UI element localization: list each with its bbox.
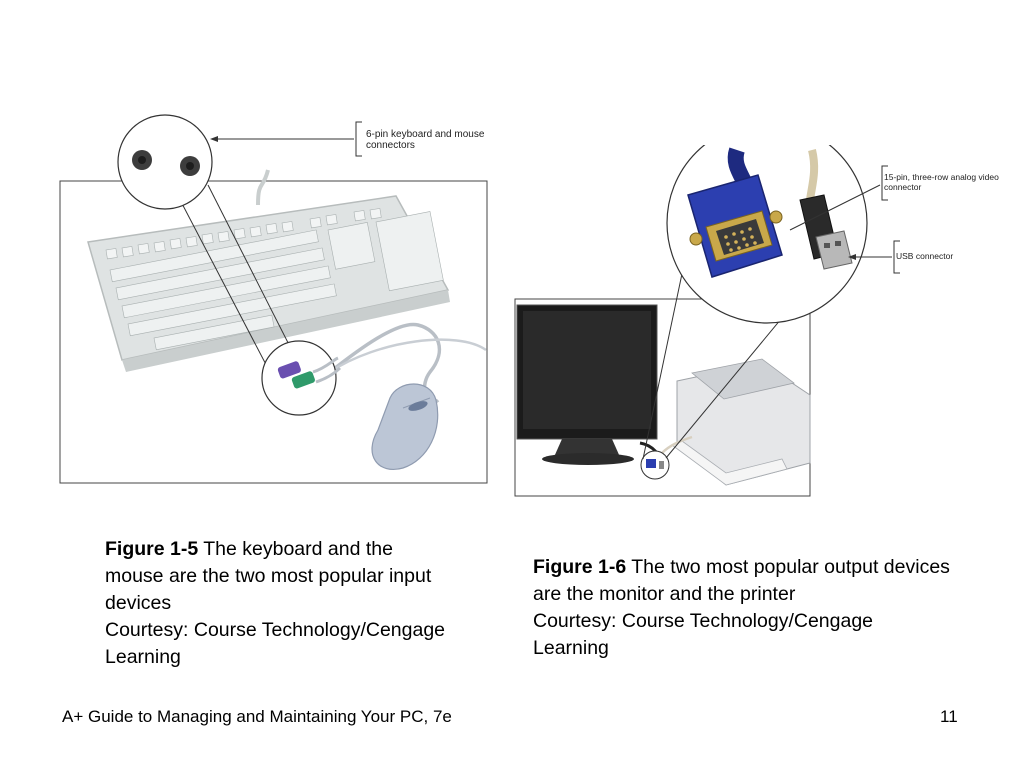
slide-number: 11 bbox=[940, 707, 958, 726]
printer-illustration bbox=[671, 358, 811, 486]
video-usb-magnifier bbox=[666, 145, 868, 324]
mouse-illustration bbox=[371, 383, 439, 470]
ps2-plug-magnifier bbox=[261, 340, 342, 416]
figure-1-5-label: Figure 1-5 bbox=[105, 538, 199, 560]
figure-1-5-image bbox=[59, 114, 488, 484]
figure-1-6-label: Figure 1-6 bbox=[533, 556, 627, 578]
figure-1-6-image bbox=[514, 145, 900, 497]
monitor-illustration bbox=[516, 304, 658, 465]
figure-1-5-courtesy: Courtesy: Course Technology/Cengage Lear… bbox=[105, 619, 446, 668]
callout-vga-connector: 15-pin, three-row analog video connector bbox=[884, 172, 999, 192]
callout-usb-connector: USB connector bbox=[896, 251, 954, 261]
figure-1-6-courtesy: Courtesy: Course Technology/Cengage Lear… bbox=[533, 610, 874, 659]
figure-1-5-caption: Figure 1-5 The keyboard and the mouse ar… bbox=[105, 536, 455, 671]
keyboard-illustration bbox=[87, 169, 450, 372]
footer-book-title: A+ Guide to Managing and Maintaining You… bbox=[62, 707, 452, 726]
figure-1-6-caption: Figure 1-6 The two most popular output d… bbox=[533, 554, 953, 662]
figure-1-5-text: The keyboard and the mouse are the two m… bbox=[105, 538, 432, 614]
pc-port-magnifier bbox=[117, 114, 213, 210]
figure-1-6-text: The two most popular output devices are … bbox=[533, 556, 950, 605]
callout-keyboard-connectors: 6-pin keyboard and mouse connectors bbox=[366, 129, 485, 151]
